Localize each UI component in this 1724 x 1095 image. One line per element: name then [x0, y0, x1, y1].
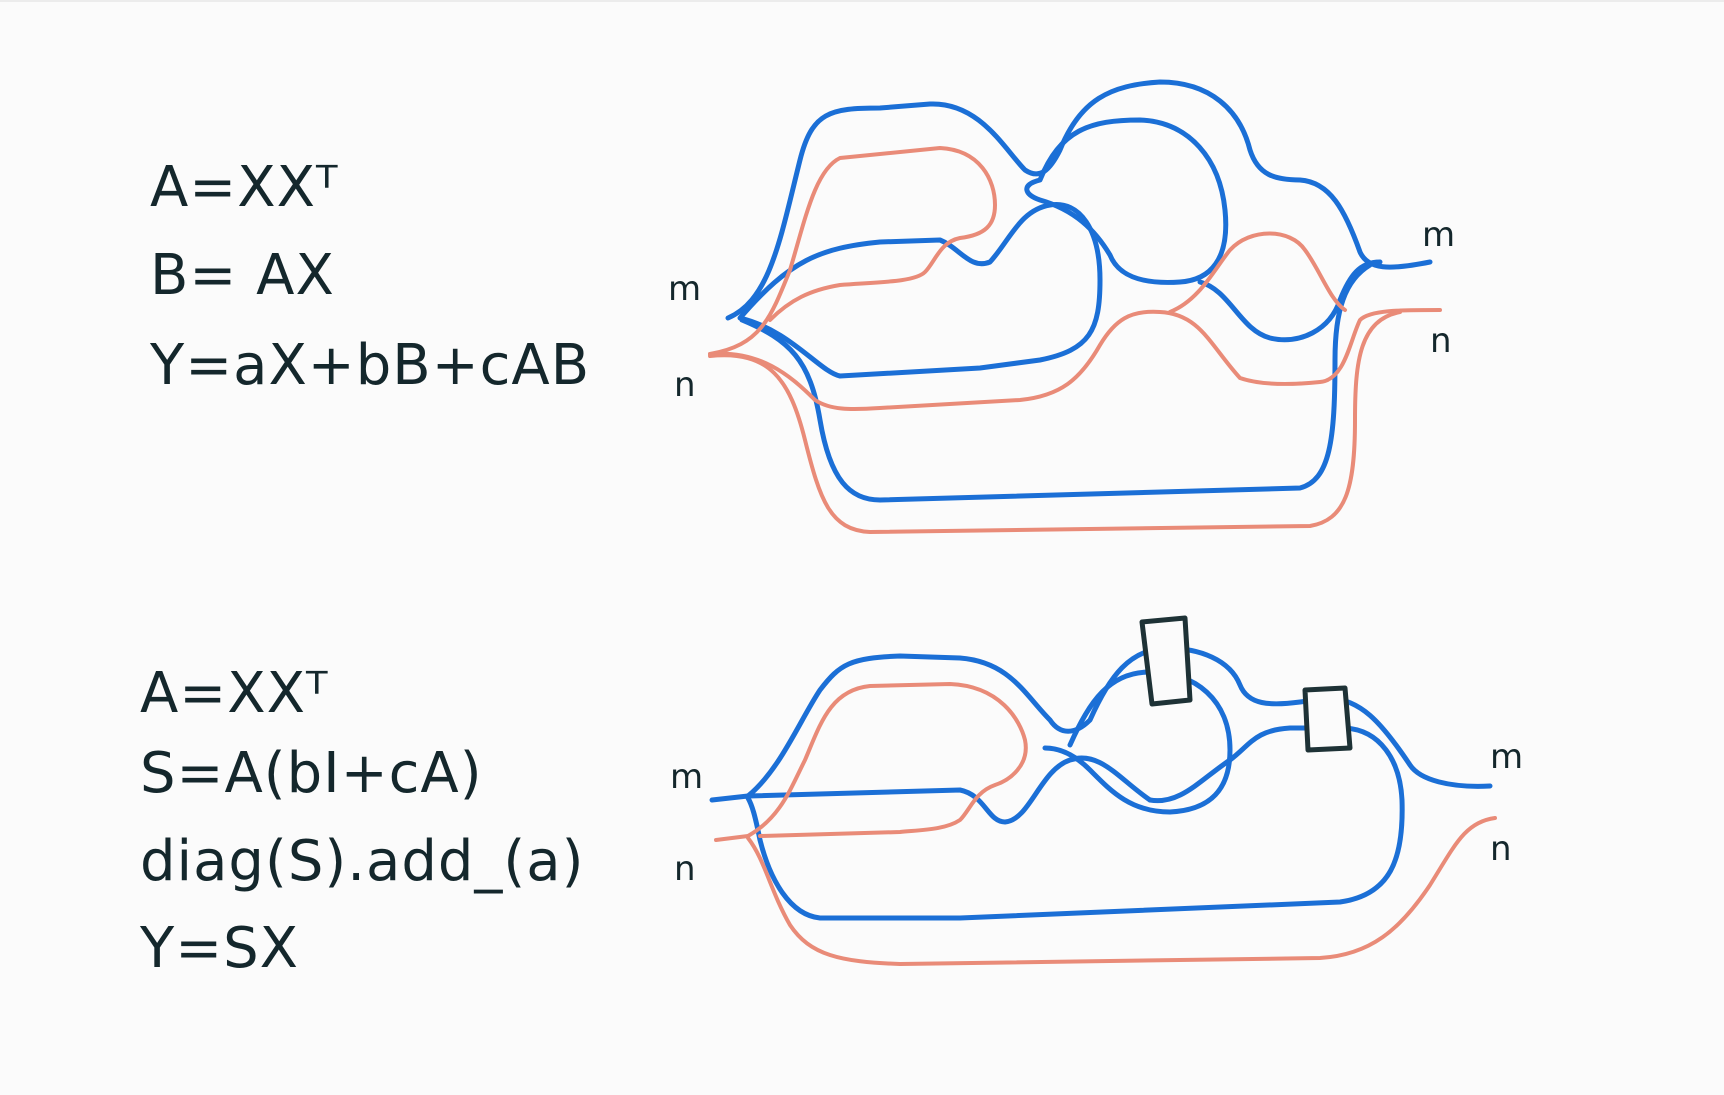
- bottom-salmon-bottom-path: [746, 816, 1497, 966]
- bottom-right-label-n: n: [1490, 829, 1512, 869]
- top-right-label-n: n: [1430, 321, 1452, 361]
- bottom-salmon-input-path: [714, 834, 750, 842]
- bottom-right-label-m: m: [1490, 737, 1524, 777]
- top-blue-bottom-loop-path: [739, 262, 1373, 503]
- top-right-label-m: m: [1422, 215, 1456, 255]
- top-border: [0, 0, 1724, 2]
- bottom-box-left: [1139, 615, 1193, 707]
- bottom-blue-ring-path: [1042, 669, 1233, 815]
- top-blue-outer-path: [725, 79, 1433, 321]
- equation-s-bottom: S=A(bI+cA): [140, 741, 483, 806]
- top-salmon-bottom-loop-path: [708, 310, 1402, 534]
- equation-diag-bottom: diag(S).add_(a): [140, 829, 585, 894]
- equation-y-top: Y=aX+bB+cAB: [150, 333, 591, 398]
- bottom-box-right: [1302, 685, 1353, 753]
- equation-b-top: B= AX: [150, 243, 335, 308]
- top-left-label-n: n: [674, 365, 696, 405]
- top-blue-lowerright-path: [1197, 259, 1383, 343]
- top-salmon-right-hump-path: [1168, 231, 1347, 314]
- top-salmon-middle-path: [708, 308, 1442, 412]
- bottom-left-label-n: n: [674, 849, 696, 889]
- bottom-salmon-upper-path: [746, 682, 1028, 838]
- top-left-label-m: m: [668, 269, 702, 309]
- bottom-blue-hook-path: [745, 755, 1153, 825]
- top-blue-loop-path: [1024, 117, 1229, 285]
- equation-y-bottom: Y=SX: [140, 916, 300, 981]
- equation-a-bottom: A=XXᵀ: [140, 661, 329, 726]
- bottom-blue-input-path: [709, 793, 751, 803]
- top-salmon-upper-path: [708, 146, 997, 356]
- bottom-left-label-m: m: [670, 757, 704, 797]
- equation-a-top: A=XXᵀ: [150, 155, 339, 220]
- bottom-blue-right-loop-path: [745, 725, 1405, 921]
- bottom-blue-outer-path: [745, 645, 1493, 799]
